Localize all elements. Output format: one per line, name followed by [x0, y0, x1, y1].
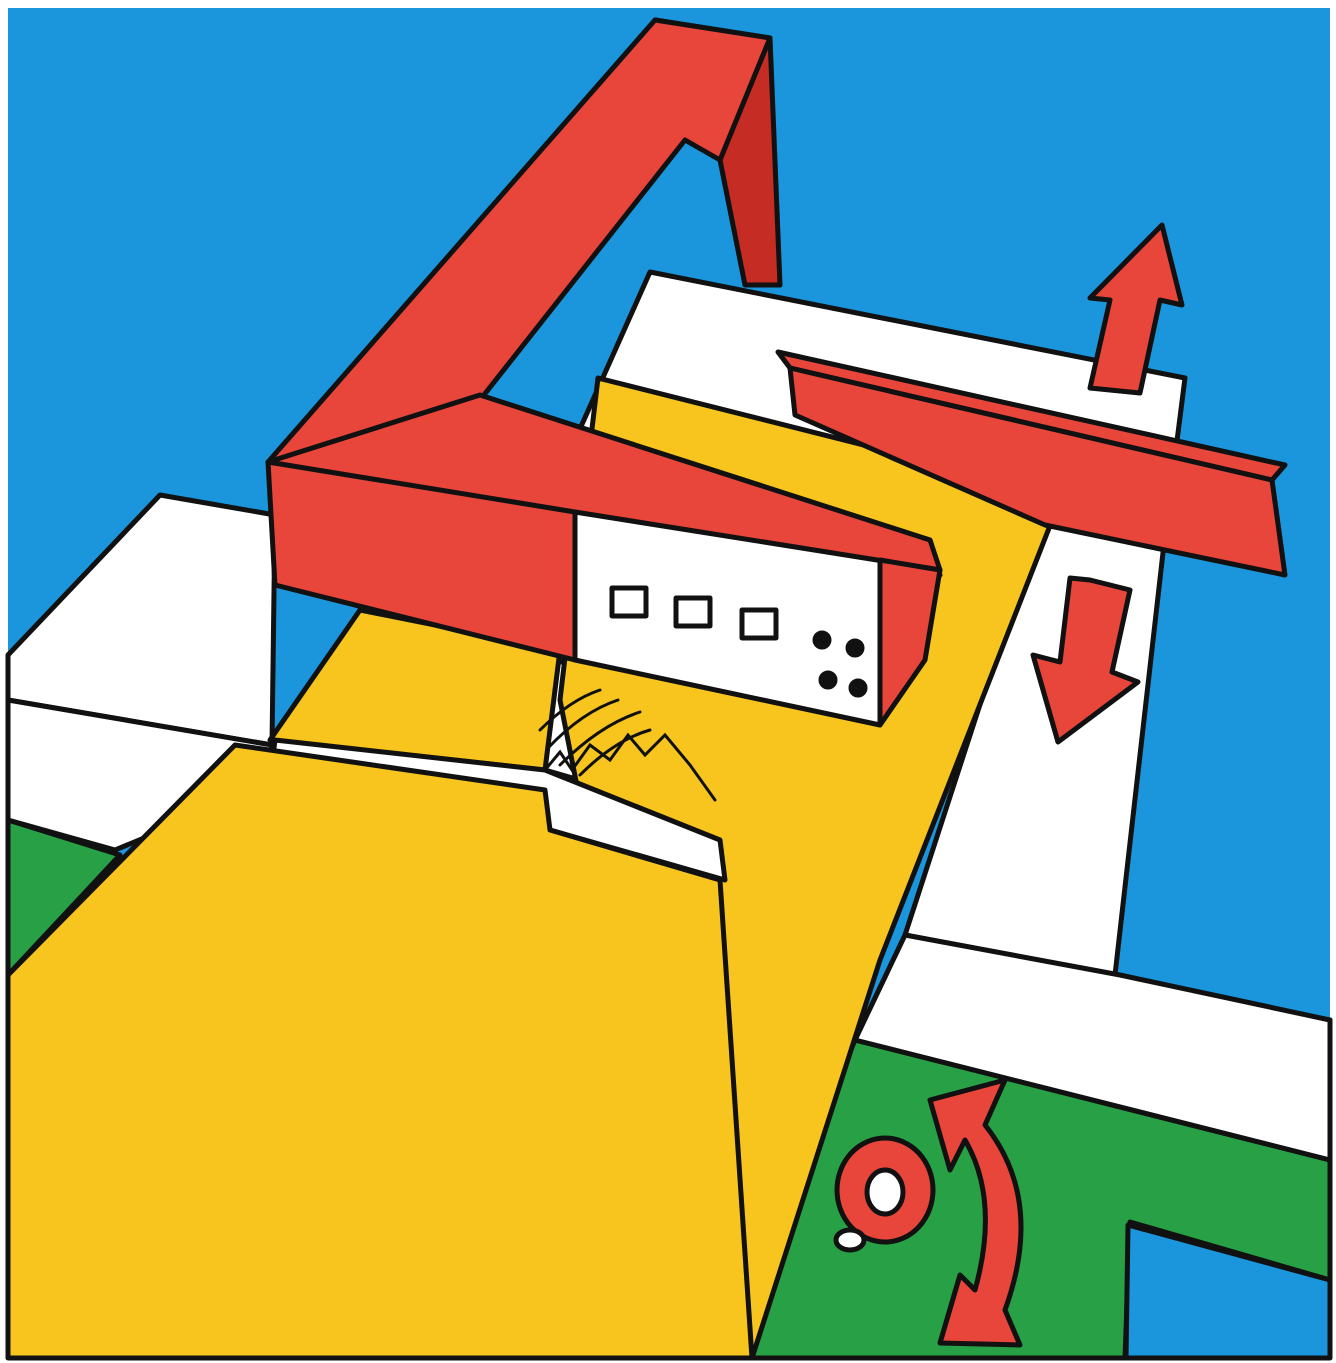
saw-guard-illustration	[0, 0, 1336, 1363]
